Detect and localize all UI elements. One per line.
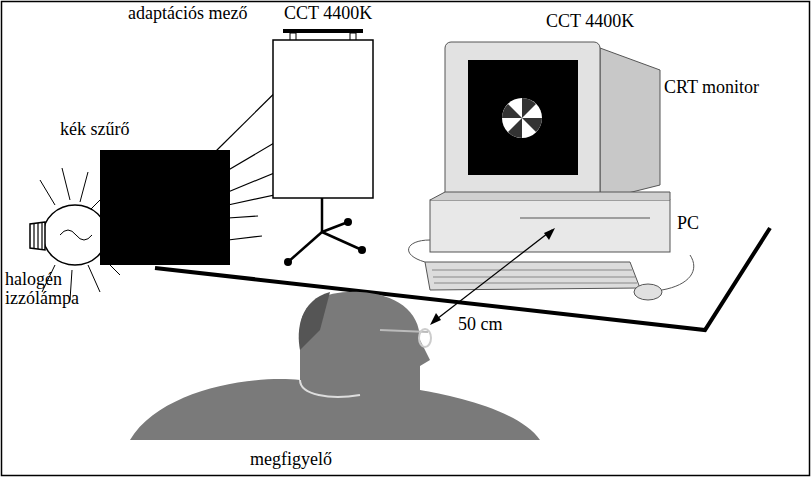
filter-label: kék szűrő [60,120,129,139]
lamp-label: halogén izzólámpa [5,270,110,308]
distance-label: 50 cm [458,315,503,334]
field-label: adaptációs mező [128,4,247,23]
pc-label: PC [677,214,699,233]
monitor-label: CRT monitor [664,78,759,97]
observer-label: megfigyelő [250,450,332,469]
cct-label: CCT 4400K [546,12,634,31]
cct-label: CCT 4400K [284,4,372,23]
